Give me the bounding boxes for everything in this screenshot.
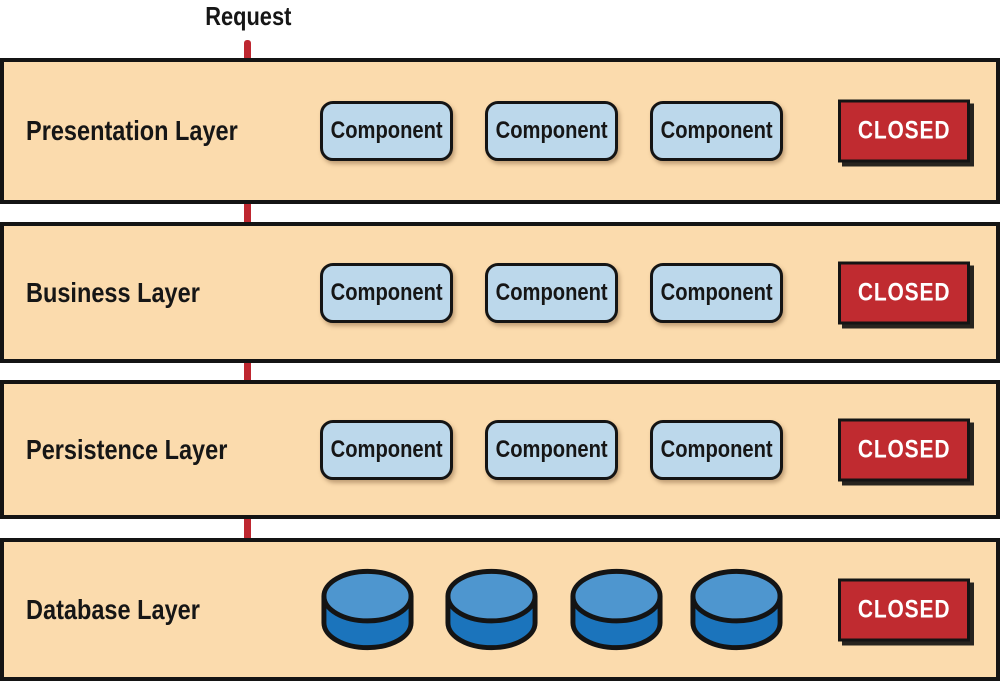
component-label: Component (495, 117, 608, 144)
layer-database: Database Layer CLOSED (0, 538, 1000, 681)
component-label: Component (495, 278, 608, 306)
closed-status-box: CLOSED (838, 261, 970, 324)
closed-label: CLOSED (857, 278, 951, 306)
component-box: Component (485, 101, 618, 161)
database-cylinder-icon (445, 568, 538, 650)
component-box: Component (650, 419, 783, 480)
layer-label-text: Database Layer (26, 593, 200, 625)
database-cylinder-icon (570, 568, 663, 650)
component-box: Component (650, 262, 783, 323)
arrow-shaft (244, 185, 251, 250)
request-label-text: Request (204, 1, 292, 31)
component-label: Component (330, 117, 443, 144)
layer-business: Business Layer Component Component Compo… (0, 222, 1000, 363)
closed-label: CLOSED (857, 116, 951, 145)
layer-label-text: Presentation Layer (26, 115, 238, 146)
component-box: Component (320, 101, 453, 161)
request-label: Request (188, 1, 308, 32)
component-box: Component (650, 101, 783, 161)
layer-business-label: Business Layer (26, 277, 233, 309)
component-box: Component (320, 419, 453, 480)
closed-label: CLOSED (857, 595, 951, 623)
component-label: Component (330, 435, 443, 463)
component-box: Component (320, 262, 453, 323)
component-label: Component (330, 278, 443, 306)
component-label: Component (495, 435, 608, 463)
closed-status-box: CLOSED (838, 578, 970, 641)
layer-persistence-label: Persistence Layer (26, 434, 266, 466)
database-cylinder-icon (690, 568, 783, 650)
arrow-shaft (244, 343, 251, 407)
database-cylinder-icon (321, 568, 414, 650)
closed-status-box: CLOSED (838, 99, 970, 163)
arrow-shaft (244, 497, 251, 568)
component-label: Component (660, 278, 773, 306)
layer-presentation: Presentation Layer Component Component C… (0, 58, 1000, 204)
layer-persistence: Persistence Layer Component Component Co… (0, 380, 1000, 519)
component-label: Component (660, 435, 773, 463)
layer-label-text: Persistence Layer (26, 433, 228, 465)
closed-label: CLOSED (857, 435, 951, 463)
closed-status-box: CLOSED (838, 418, 970, 481)
component-box: Component (485, 419, 618, 480)
layer-label-text: Business Layer (26, 276, 200, 308)
component-label: Component (660, 117, 773, 144)
component-box: Component (485, 262, 618, 323)
layer-database-label: Database Layer (26, 594, 233, 626)
layer-presentation-label: Presentation Layer (26, 115, 278, 147)
